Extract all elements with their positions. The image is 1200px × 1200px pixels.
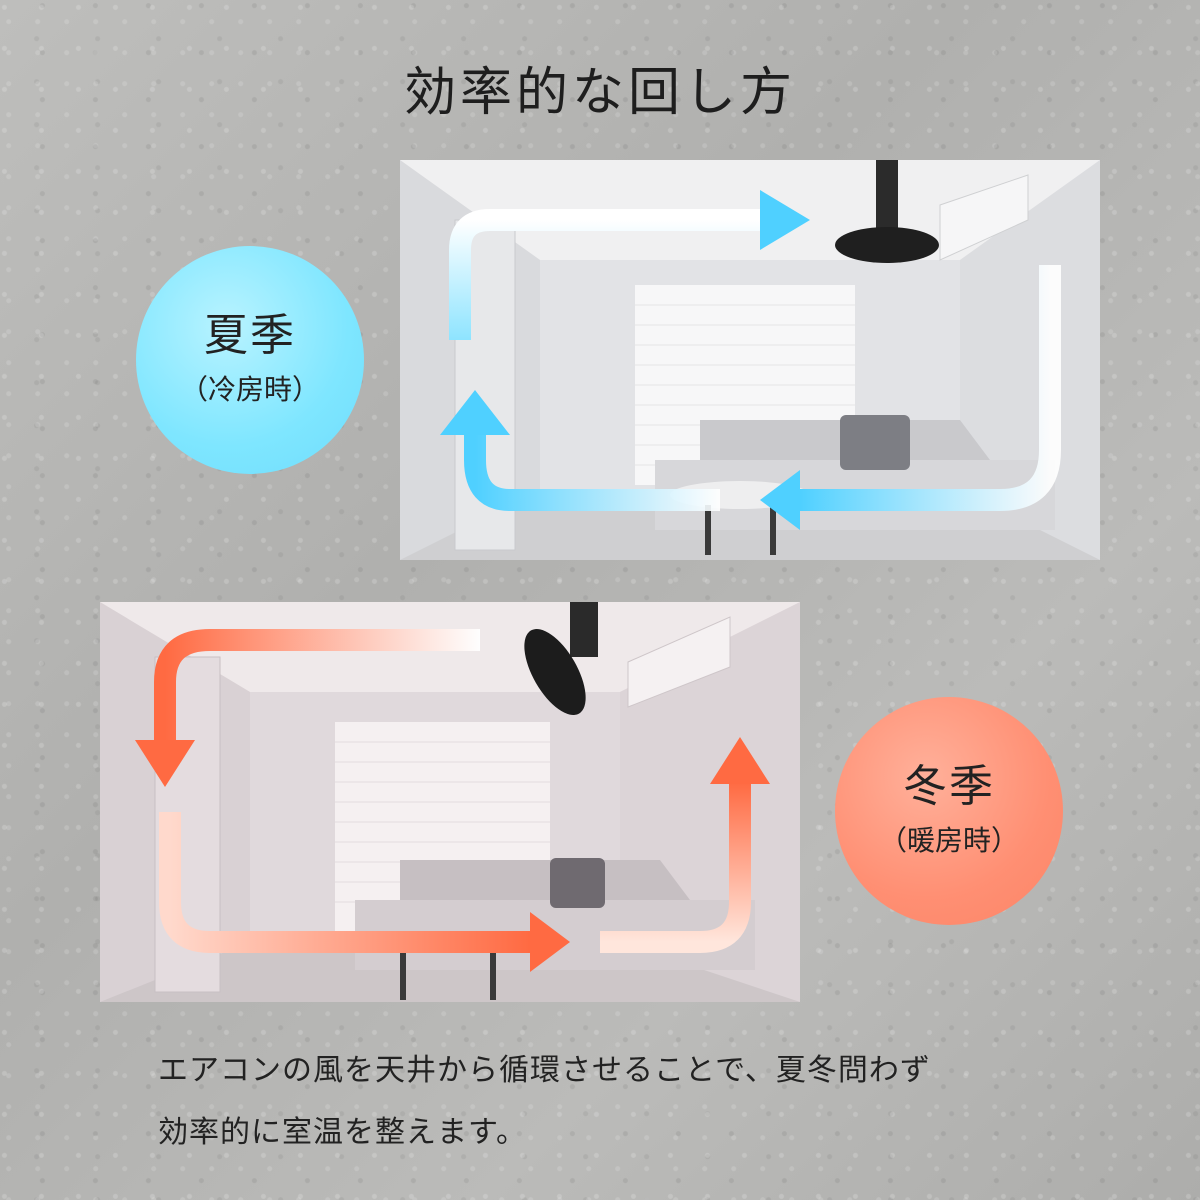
description-line-1: エアコンの風を天井から循環させることで、夏冬問わず: [158, 1053, 931, 1088]
summer-sublabel: （冷房時）: [179, 373, 320, 407]
winter-room-image: [100, 602, 800, 1002]
description-line-2: 効率的に室温を整えます。: [158, 1115, 527, 1150]
summer-label: 夏季: [204, 309, 296, 361]
winter-label: 冬季: [903, 760, 995, 812]
page-title: 効率的な回し方: [403, 63, 796, 123]
description-text: エアコンの風を天井から循環させることで、夏冬問わず 効率的に室温を整えます。: [158, 1040, 1078, 1164]
summer-room-image: [400, 160, 1100, 560]
summer-badge: 夏季 （冷房時）: [136, 246, 364, 474]
winter-badge: 冬季 （暖房時）: [835, 697, 1063, 925]
winter-sublabel: （暖房時）: [878, 824, 1019, 858]
